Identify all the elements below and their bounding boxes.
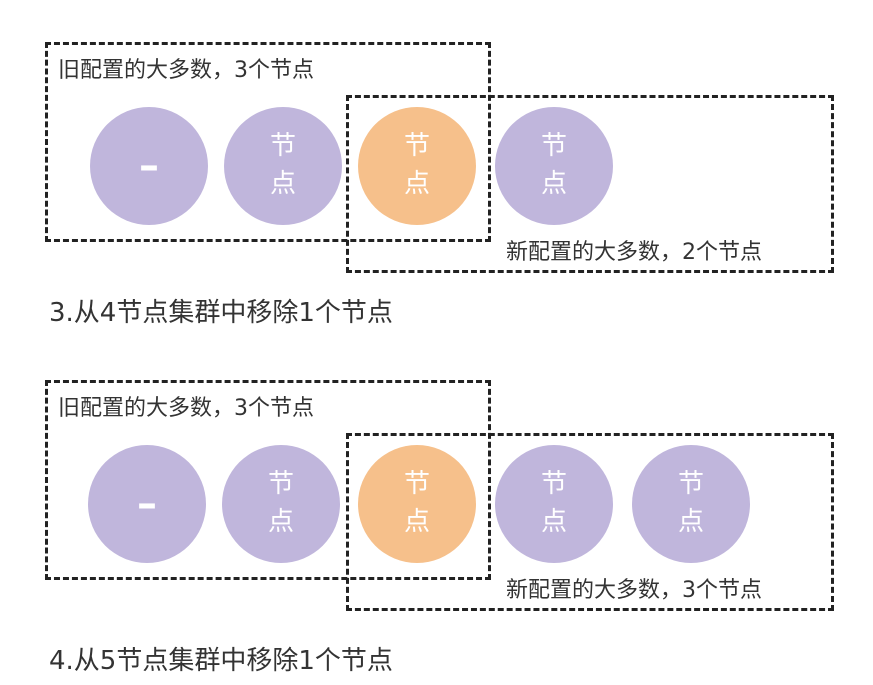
node-dash-mark: – (137, 481, 157, 527)
node-text-line1: 节 (403, 469, 430, 500)
diagram-remove-from-4: 旧配置的大多数，3个节点 新配置的大多数，2个节点 – 节 点 节 点 节 点 … (0, 0, 873, 326)
node-2: 节 点 (224, 107, 342, 225)
new-config-label: 新配置的大多数，2个节点 (506, 240, 762, 265)
node-text-line1: 节 (540, 469, 567, 500)
old-config-majority-box (45, 42, 491, 242)
node-1: – (90, 107, 208, 225)
new-config-majority-box (346, 95, 834, 273)
new-config-majority-box (346, 433, 834, 611)
diagram-caption: 4.从5节点集群中移除1个节点 (49, 646, 393, 676)
old-config-majority-box (45, 380, 491, 580)
node-text-line2: 点 (540, 507, 567, 537)
node-text-line2: 点 (269, 169, 296, 199)
node-text-line1: 节 (267, 469, 294, 500)
node-4: 节 点 (495, 107, 613, 225)
node-text-line1: 节 (403, 131, 430, 162)
old-config-label: 旧配置的大多数，3个节点 (58, 58, 314, 83)
node-text-line1: 节 (540, 131, 567, 162)
node-text-line1: 节 (269, 131, 296, 162)
new-config-label: 新配置的大多数，3个节点 (506, 578, 762, 603)
node-dash-mark: – (139, 143, 159, 189)
node-text-line2: 点 (677, 507, 704, 537)
node-text-line2: 点 (267, 507, 294, 537)
node-4: 节 点 (495, 445, 613, 563)
node-5: 节 点 (632, 445, 750, 563)
node-3-highlighted: 节 点 (358, 445, 476, 563)
node-3-highlighted: 节 点 (358, 107, 476, 225)
node-text-line1: 节 (677, 469, 704, 500)
node-2: 节 点 (222, 445, 340, 563)
old-config-label: 旧配置的大多数，3个节点 (58, 396, 314, 421)
node-text-line2: 点 (403, 169, 430, 199)
diagram-caption: 3.从4节点集群中移除1个节点 (49, 298, 393, 328)
node-1: – (88, 445, 206, 563)
node-text-line2: 点 (403, 507, 430, 537)
node-text-line2: 点 (540, 169, 567, 199)
diagram-remove-from-5: 旧配置的大多数，3个节点 新配置的大多数，3个节点 – 节 点 节 点 节 点 … (0, 338, 873, 674)
